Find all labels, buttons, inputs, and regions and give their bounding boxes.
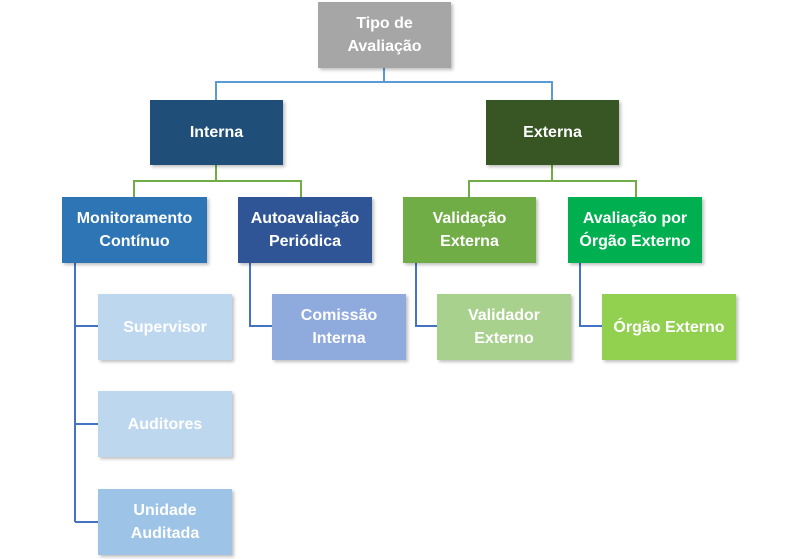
external-validator-node: Validador Externo bbox=[437, 294, 571, 360]
connector-internal-to-children bbox=[133, 165, 302, 197]
connector-external-to-children bbox=[468, 165, 637, 197]
external-node: Externa bbox=[486, 100, 619, 165]
connector-validation-to-leaf bbox=[415, 263, 437, 327]
supervisor-node: Supervisor bbox=[98, 294, 232, 360]
connector-monitoring-to-leaves bbox=[74, 263, 98, 523]
external-body-evaluation-node: Avaliação por Órgão Externo bbox=[568, 197, 702, 263]
internal-commission-node: Comissão Interna bbox=[272, 294, 406, 360]
continuous-monitoring-node: Monitoramento Contínuo bbox=[62, 197, 207, 263]
external-validation-node: Validação Externa bbox=[403, 197, 536, 263]
connector-self-assessment-to-leaf bbox=[249, 263, 272, 327]
auditors-node: Auditores bbox=[98, 391, 232, 457]
external-organ-node: Órgão Externo bbox=[602, 294, 736, 360]
connector-external-body-to-leaf bbox=[579, 263, 602, 327]
audited-unit-node: Unidade Auditada bbox=[98, 489, 232, 555]
internal-node: Interna bbox=[150, 100, 283, 165]
periodic-self-assessment-node: Autoavaliação Periódica bbox=[238, 197, 372, 263]
root-node: Tipo de Avaliação bbox=[318, 2, 451, 68]
connector-root-to-branches bbox=[215, 68, 553, 100]
